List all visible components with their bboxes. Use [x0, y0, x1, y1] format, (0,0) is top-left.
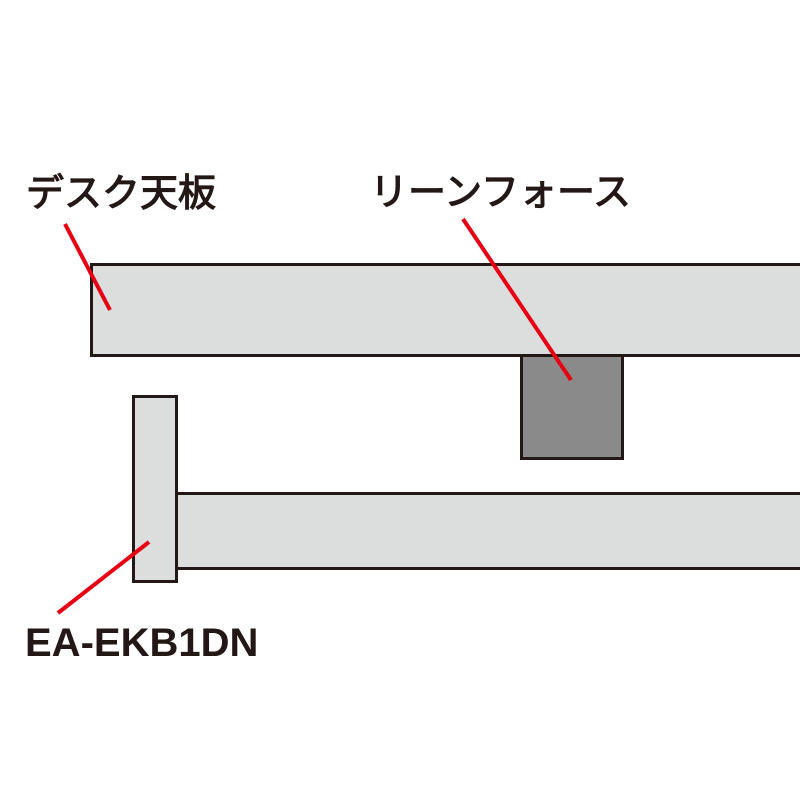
product-code-label: EA-EKB1DN	[25, 621, 259, 665]
desk-top-panel-shape	[90, 263, 800, 357]
bracket-horizontal-arm-shape	[175, 492, 800, 570]
desk-top-label: デスク天板	[26, 173, 217, 215]
bracket-vertical-plate-shape	[132, 395, 178, 583]
reinforce-label: リーンフォース	[370, 172, 632, 214]
reinforce-block-shape	[520, 354, 624, 460]
